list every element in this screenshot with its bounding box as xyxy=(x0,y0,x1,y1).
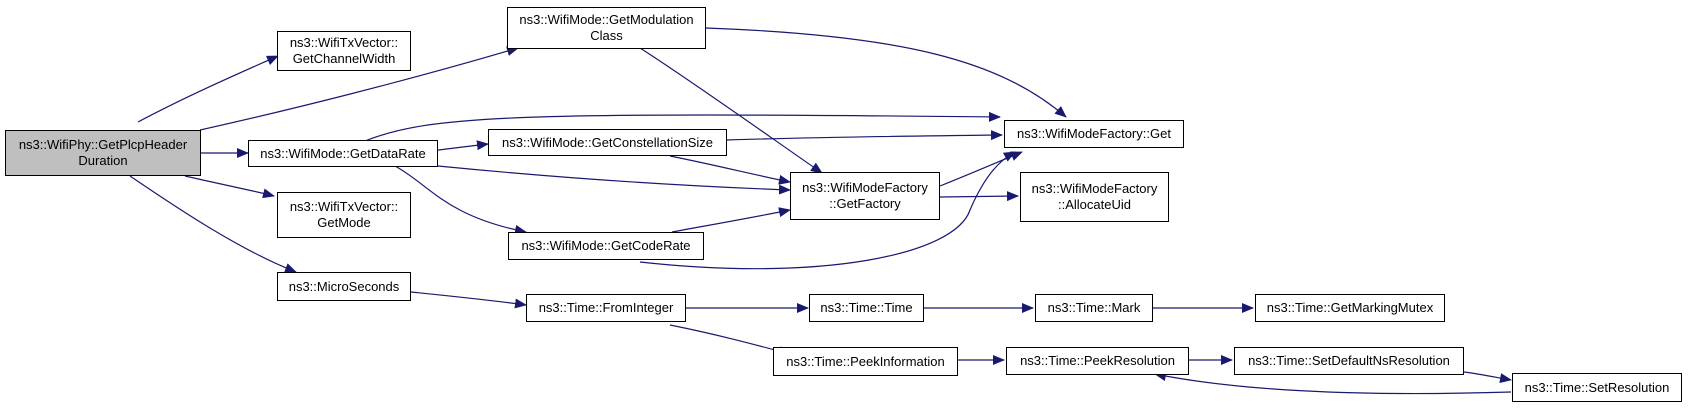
node-label-line2: Class xyxy=(590,28,623,43)
edge-constellationsize-to-factory-get xyxy=(726,130,1003,141)
node-wifimodefactory-allocateuid[interactable]: ns3::WifiModeFactory ::AllocateUid xyxy=(1020,172,1169,222)
node-label-line1: ns3::Time::SetDefaultNsResolution xyxy=(1248,353,1450,368)
node-microseconds[interactable]: ns3::MicroSeconds xyxy=(277,272,411,301)
node-time-getmarkingmutex[interactable]: ns3::Time::GetMarkingMutex xyxy=(1255,294,1445,322)
node-time-setdefaultnsresolution[interactable]: ns3::Time::SetDefaultNsResolution xyxy=(1234,347,1464,375)
node-label-line2: ::AllocateUid xyxy=(1058,197,1131,212)
node-wifimode-getconstellationsize[interactable]: ns3::WifiMode::GetConstellationSize xyxy=(488,129,727,156)
node-label-line1: ns3::Time::Time xyxy=(820,300,913,315)
edge-root-to-txvector-getmode xyxy=(184,175,275,199)
node-time-peekinformation[interactable]: ns3::Time::PeekInformation xyxy=(773,347,958,376)
node-label-line1: ns3::WifiMode::GetConstellationSize xyxy=(502,134,713,150)
node-label-line1: ns3::MicroSeconds xyxy=(288,278,400,294)
node-label-line1: ns3::Time::Mark xyxy=(1047,300,1141,315)
node-label-line2: ::GetFactory xyxy=(829,196,901,211)
node-label-line2: GetChannelWidth xyxy=(292,51,396,66)
node-label-line1: ns3::WifiMode::GetDataRate xyxy=(260,145,426,161)
edge-microseconds-to-frominteger xyxy=(410,291,527,309)
edge-datarate-to-constellationsize xyxy=(437,140,489,151)
edge-modulationclass-to-factory-get xyxy=(705,27,1067,118)
edge-coderate-to-factory-get xyxy=(639,151,1016,270)
edge-coderate-to-getfactory xyxy=(671,207,791,233)
node-wifitxvector-getchannelwidth[interactable]: ns3::WifiTxVector:: GetChannelWidth xyxy=(277,31,411,71)
node-time-peekresolution[interactable]: ns3::Time::PeekResolution xyxy=(1006,347,1189,375)
edge-getfactory-to-allocateuid xyxy=(939,191,1019,202)
node-label-line1: ns3::WifiMode::GetCodeRate xyxy=(521,238,691,253)
edge-frominteger-to-peekinformation xyxy=(669,324,791,356)
edge-root-to-modulationclass xyxy=(199,46,519,131)
node-wifimodefactory-getfactory[interactable]: ns3::WifiModeFactory ::GetFactory xyxy=(790,172,940,220)
node-label-line1: ns3::WifiPhy::GetPlcpHeader xyxy=(18,137,188,152)
node-label-line1: ns3::WifiModeFactory::Get xyxy=(1017,126,1171,141)
edge-constellationsize-to-getfactory xyxy=(669,155,791,185)
node-label-line1: ns3::Time::GetMarkingMutex xyxy=(1266,300,1434,315)
node-label-line1: ns3::WifiTxVector:: xyxy=(289,35,399,50)
node-label-line1: ns3::Time::SetResolution xyxy=(1524,379,1670,395)
edge-datarate-to-factory-get xyxy=(364,111,1001,142)
node-time-mark[interactable]: ns3::Time::Mark xyxy=(1035,294,1153,322)
node-time-setresolution[interactable]: ns3::Time::SetResolution xyxy=(1512,373,1682,402)
node-wifiphy-getplcpheaderduration[interactable]: ns3::WifiPhy::GetPlcpHeader Duration xyxy=(5,130,201,176)
node-label-line2: Duration xyxy=(78,153,128,168)
node-label-line1: ns3::WifiTxVector:: xyxy=(289,199,399,214)
node-label-line2: GetMode xyxy=(317,215,371,230)
node-wifimodefactory-get[interactable]: ns3::WifiModeFactory::Get xyxy=(1004,120,1184,148)
edge-getfactory-to-factory-get xyxy=(939,151,1023,187)
edge-datarate-to-getfactory xyxy=(437,165,791,195)
node-label-line1: ns3::WifiMode::GetModulation xyxy=(519,12,694,27)
edge-root-to-microseconds xyxy=(129,175,297,273)
node-label-line1: ns3::Time::PeekResolution xyxy=(1020,353,1175,368)
node-wifimode-getcoderate[interactable]: ns3::WifiMode::GetCodeRate xyxy=(508,232,704,260)
node-wifitxvector-getmode[interactable]: ns3::WifiTxVector:: GetMode xyxy=(277,192,411,238)
node-wifimode-getdatarate[interactable]: ns3::WifiMode::GetDataRate xyxy=(248,140,438,167)
node-time-frominteger[interactable]: ns3::Time::FromInteger xyxy=(526,294,686,322)
node-label-line1: ns3::Time::PeekInformation xyxy=(786,353,945,369)
node-label-line1: ns3::Time::FromInteger xyxy=(538,300,674,315)
node-wifimode-getmodulationclass[interactable]: ns3::WifiMode::GetModulation Class xyxy=(507,7,706,49)
node-label-line1: ns3::WifiModeFactory xyxy=(1031,181,1158,196)
edge-root-to-channelwidth xyxy=(137,55,279,123)
edge-modulationclass-to-getfactory xyxy=(639,47,823,174)
edge-setresolution-to-peekresolution xyxy=(1154,371,1512,395)
edge-setdefault-to-setresolution xyxy=(1463,371,1512,384)
node-label-line1: ns3::WifiModeFactory xyxy=(802,180,928,195)
node-time-time[interactable]: ns3::Time::Time xyxy=(809,294,924,322)
edge-datarate-to-coderate xyxy=(394,165,527,235)
